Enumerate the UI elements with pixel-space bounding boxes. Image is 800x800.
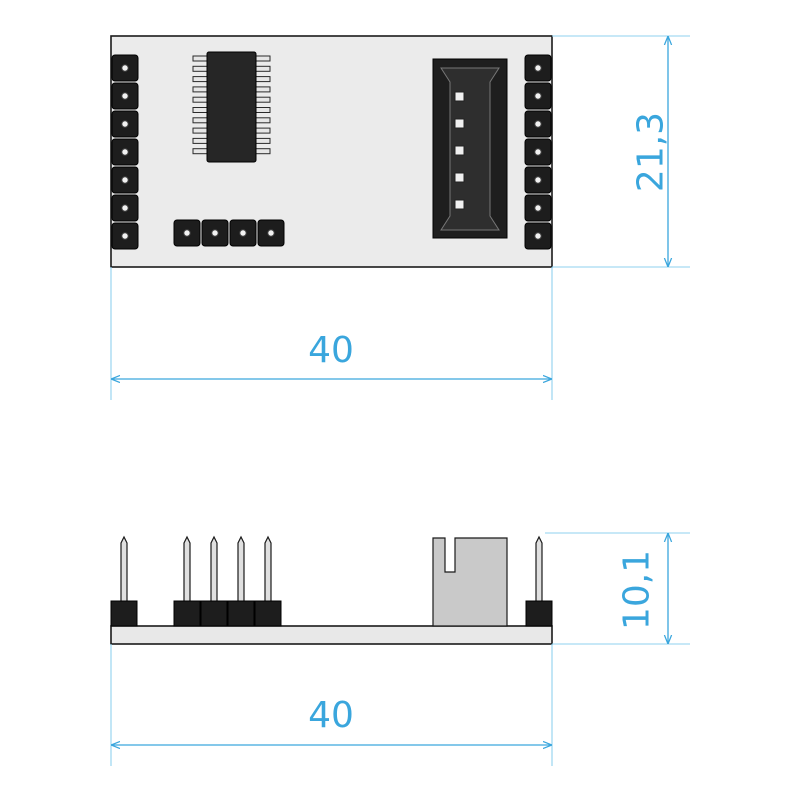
header-pin-hole <box>534 148 542 156</box>
header-pin-hole <box>534 176 542 184</box>
side-pin-leg <box>120 535 128 605</box>
connector-pin <box>454 118 465 129</box>
header-pin-hole <box>211 229 219 237</box>
left-pin-header <box>111 54 139 250</box>
bottom-pin-header <box>173 219 285 247</box>
connector-top <box>432 58 508 239</box>
connector-pin <box>454 172 465 183</box>
header-pin-hole <box>534 120 542 128</box>
side-height-dimension-label: 10,1 <box>617 550 658 630</box>
header-pin-hole <box>534 232 542 240</box>
connector-pins <box>454 91 465 210</box>
connector-cavity <box>440 67 500 231</box>
side-pin-body <box>525 600 553 627</box>
header-pin-hole <box>121 204 129 212</box>
header-pin-hole <box>183 229 191 237</box>
side-pin-body <box>200 600 228 627</box>
connector-pin <box>454 91 465 102</box>
side-width-dimension-label: 40 <box>308 695 354 736</box>
side-header-pins <box>110 535 553 627</box>
connector-side <box>432 537 508 627</box>
side-pin-body <box>173 600 201 627</box>
header-pin-hole <box>121 176 129 184</box>
header-pin-hole <box>121 92 129 100</box>
header-pin-hole <box>121 120 129 128</box>
connector-pin <box>454 199 465 210</box>
connector-pin <box>454 145 465 156</box>
side-pin-leg <box>183 535 191 605</box>
right-pin-header <box>524 54 552 250</box>
side-pin-leg <box>237 535 245 605</box>
header-pin-hole <box>534 204 542 212</box>
header-pin-hole <box>121 232 129 240</box>
pcb-board-side <box>110 625 553 645</box>
height-dimension-label: 21,3 <box>631 112 672 192</box>
side-pin-leg <box>535 535 543 605</box>
header-pin-hole <box>534 64 542 72</box>
header-pin-hole <box>239 229 247 237</box>
ic-chip <box>192 51 271 163</box>
header-pin-hole <box>534 92 542 100</box>
side-pin-body <box>254 600 282 627</box>
top-view: 40 21,3 <box>110 35 690 400</box>
side-pin-body <box>110 600 138 627</box>
side-pin-body <box>227 600 255 627</box>
ic-body <box>206 51 257 163</box>
side-pin-leg <box>264 535 272 605</box>
header-pin-hole <box>121 148 129 156</box>
side-pin-leg <box>210 535 218 605</box>
width-dimension-label: 40 <box>308 330 354 371</box>
header-pin-hole <box>121 64 129 72</box>
header-pin-hole <box>267 229 275 237</box>
side-view: 40 10,1 <box>110 532 690 766</box>
